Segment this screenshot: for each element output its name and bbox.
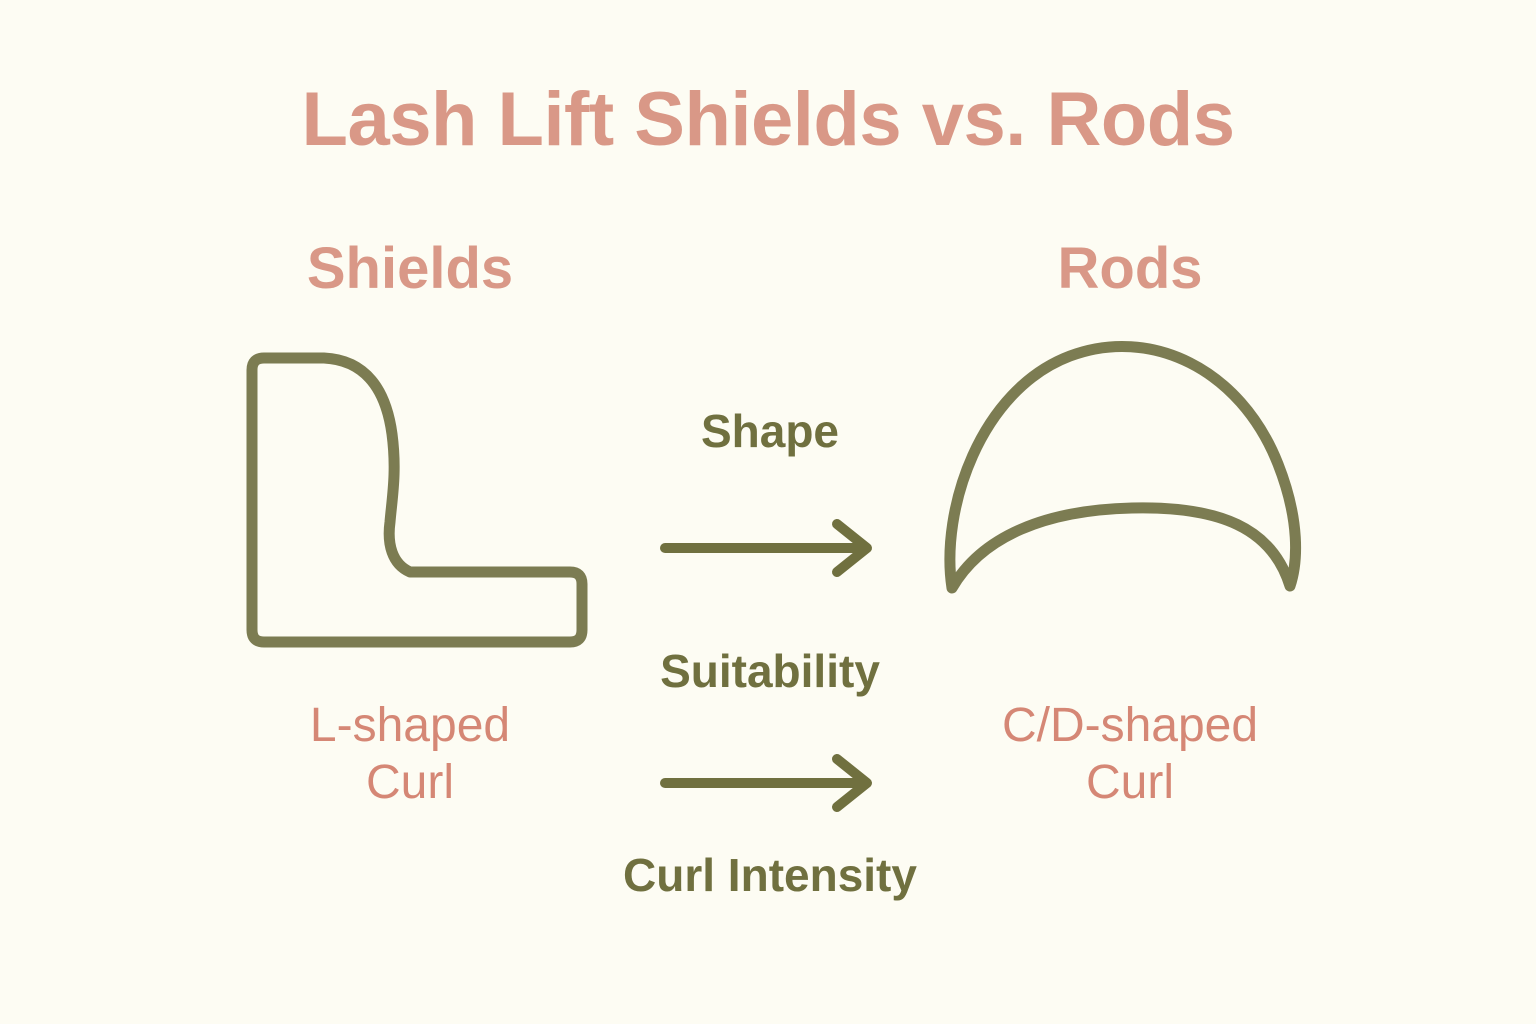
- suitability-arrow-icon: [655, 753, 885, 813]
- column-heading-rods: Rods: [1057, 236, 1203, 301]
- caption-shields-line2: Curl: [365, 755, 454, 809]
- comparison-label-curl-intensity: Curl Intensity: [623, 849, 917, 901]
- comparison-label-suitability: Suitability: [660, 645, 880, 697]
- caption-rods-line1: C/D-shaped: [1001, 699, 1259, 752]
- crescent-rod-icon: [920, 330, 1320, 620]
- comparison-label-shape: Shape: [700, 405, 840, 457]
- page-title: Lash Lift Shields vs. Rods: [301, 77, 1235, 162]
- caption-rods: C/D-shaped Curl: [930, 698, 1330, 811]
- column-heading-shields: Shields: [306, 236, 514, 301]
- caption-shields: L-shaped Curl: [210, 698, 610, 811]
- l-shaped-shield-icon: [240, 330, 600, 670]
- caption-rods-line2: Curl: [1085, 755, 1174, 809]
- caption-shields-line1: L-shaped: [309, 699, 511, 752]
- shape-arrow-icon: [655, 518, 885, 578]
